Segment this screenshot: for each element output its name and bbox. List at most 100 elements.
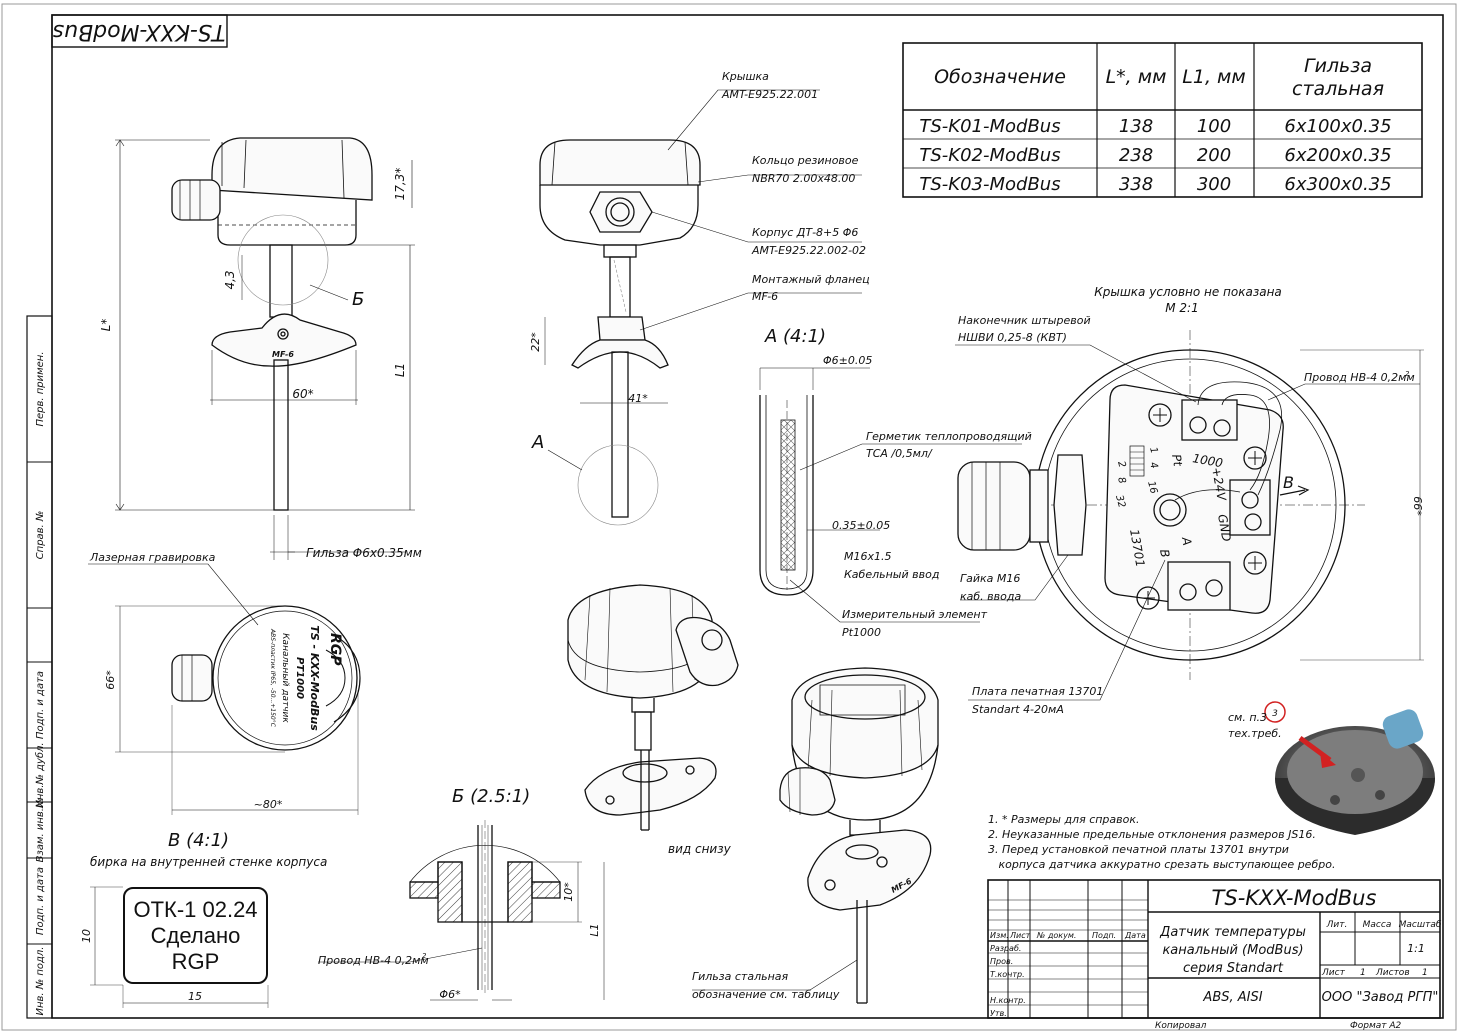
strip-label: Справ. № bbox=[35, 511, 46, 560]
table-cell: 300 bbox=[1197, 174, 1231, 195]
table-header: Гильза bbox=[1304, 55, 1372, 77]
callout-body-code: AMT-E925.22.002-02 bbox=[751, 244, 866, 257]
tb-sheet-n: 1 bbox=[1360, 968, 1366, 978]
dim-label-60: 60* bbox=[292, 387, 313, 401]
pin-label: A bbox=[1179, 535, 1194, 547]
section-label-b: Б bbox=[352, 289, 364, 310]
dim-label-L1: L1 bbox=[588, 923, 601, 936]
side-view-labels: Крышка AMT-E925.22.001 Кольцо резиновое … bbox=[529, 70, 870, 453]
table-header: L1, мм bbox=[1182, 66, 1245, 88]
tb-doc: № докум. bbox=[1036, 931, 1076, 940]
wire-superscript: 2 bbox=[1405, 370, 1410, 378]
callout-flange-title: Монтажный фланец bbox=[752, 273, 870, 286]
strip-label: Инв.№ дубл. bbox=[34, 742, 46, 807]
tb-razrab: Разраб. bbox=[990, 944, 1021, 953]
table-cell: 238 bbox=[1119, 145, 1153, 166]
table-cell: 200 bbox=[1197, 145, 1231, 166]
side-view bbox=[539, 89, 862, 526]
detail-a bbox=[759, 367, 1022, 623]
pin-label: +24V bbox=[1209, 466, 1229, 502]
dim-label-43: 4,3 bbox=[223, 270, 237, 289]
pin-label: Pt bbox=[1169, 453, 1185, 468]
photo-badge: 3 bbox=[1272, 709, 1278, 719]
callout-body-title: Корпус ДТ-8+5 Φ6 bbox=[752, 226, 858, 239]
table-cell: 6x100x0.35 bbox=[1284, 116, 1391, 137]
top-view-labels: Крышка условно не показана M 2:1 Наконеч… bbox=[958, 285, 1424, 716]
engrave-pt: PT1000 bbox=[294, 657, 305, 699]
callout-flange-code: MF-6 bbox=[752, 290, 778, 303]
callout-tip-code: НШВИ 0,25-8 (КВТ) bbox=[958, 331, 1067, 344]
table-cell: 100 bbox=[1197, 116, 1231, 137]
detail-b-labels: Б (2.5:1) Провод НВ-4 0,2мм 2 10* L1 Φ6* bbox=[318, 786, 601, 1001]
dim-label-10: 10 bbox=[80, 929, 93, 943]
tb-name-l1: Датчик температуры bbox=[1159, 925, 1306, 940]
view-label-v: В bbox=[1283, 473, 1294, 492]
housing-photo: 3 bbox=[1264, 701, 1435, 835]
tb-izm: Изм. bbox=[990, 931, 1009, 940]
bottom-view-label: вид снизу bbox=[668, 842, 732, 856]
table-cell: TS-K01-ModBus bbox=[919, 116, 1060, 137]
label-view-labels: Лазерная гравировка RGP TS - KXX-ModBus … bbox=[89, 551, 343, 811]
dim-label-66: 66* bbox=[104, 670, 117, 690]
dim-label-41: 41* bbox=[628, 392, 648, 405]
callout-ring-code: NBR70 2.00x48.00 bbox=[752, 172, 855, 185]
tb-scale-h: Масштаб bbox=[1399, 920, 1442, 930]
callout-paste-title: Герметик теплопроводящий bbox=[866, 430, 1032, 443]
detail-v-caption: бирка на внутренней стенке корпуса bbox=[90, 855, 327, 869]
table-cell: 338 bbox=[1119, 174, 1153, 195]
engrave-brand: RGP bbox=[327, 633, 343, 666]
side-strip: Перв. примен. Справ. № Подп. и дата Инв.… bbox=[26, 315, 53, 1019]
top-view bbox=[955, 330, 1424, 701]
tb-lit: Лит. bbox=[1326, 920, 1348, 930]
note-line: корпуса датчика аккуратно срезать выступ… bbox=[988, 858, 1335, 871]
callout-cable-title: Кабельный ввод bbox=[844, 568, 939, 581]
pin-label: 4 bbox=[1147, 461, 1159, 470]
tb-mass: Масса bbox=[1363, 920, 1392, 930]
iso-view-bottom bbox=[567, 584, 739, 831]
photo-note-line1: см. п.3 bbox=[1228, 711, 1267, 724]
dim-label-22: 22* bbox=[529, 332, 542, 352]
photo-note: см. п.3 тех.треб. bbox=[1228, 711, 1282, 740]
callout-element-code: Pt1000 bbox=[842, 626, 881, 639]
callout-board-title: Плата печатная 13701 bbox=[972, 685, 1103, 698]
tb-format: Формат А2 bbox=[1350, 1021, 1402, 1031]
dim-label-10: 10* bbox=[562, 882, 575, 902]
dim-label-L: L* bbox=[99, 319, 113, 332]
engrave-spec: ABS-пластик IP65, -50...+150°C bbox=[269, 628, 276, 728]
title-block bbox=[987, 879, 1441, 1019]
table-header: L*, мм bbox=[1106, 66, 1167, 88]
sleeve-label: Гильза Φ6x0.35мм bbox=[306, 546, 422, 560]
tb-prov: Пров. bbox=[990, 957, 1013, 966]
rotated-title-box: TS-KXX-ModBus bbox=[51, 14, 228, 48]
note-line: 3. Перед установкой печатной платы 13701… bbox=[988, 843, 1289, 856]
strip-label: Подп. и дата bbox=[35, 867, 46, 935]
tb-scale: 1:1 bbox=[1407, 942, 1425, 955]
callout-tip-title: Наконечник штыревой bbox=[958, 314, 1091, 327]
detail-b-title: Б (2.5:1) bbox=[452, 786, 530, 807]
photo-note-line2: тех.треб. bbox=[1228, 727, 1282, 740]
dim-label-66: 66* bbox=[1411, 496, 1424, 516]
tb-list: Лист bbox=[1009, 931, 1031, 940]
tb-name-l2: канальный (ModBus) bbox=[1162, 943, 1303, 958]
dim-label-17: 17,3* bbox=[393, 168, 407, 201]
tb-sheets-n: 1 bbox=[1422, 968, 1428, 978]
callout-cable-thread: M16x1.5 bbox=[844, 550, 892, 563]
detail-b bbox=[318, 820, 605, 1001]
callout-nut2: каб. ввода bbox=[960, 590, 1021, 603]
strip-label: Инв. № подл. bbox=[35, 947, 46, 1016]
pin-label: 1 bbox=[1147, 446, 1159, 455]
top-view-scale: M 2:1 bbox=[1165, 301, 1198, 315]
stamp-line3: RGP bbox=[171, 948, 220, 974]
tb-designation: TS-KXX-ModBus bbox=[1212, 886, 1377, 910]
table-header: Обозначение bbox=[934, 66, 1066, 88]
strip-label: Перв. примен. bbox=[35, 351, 46, 426]
detail-b-wire: Провод НВ-4 0,2мм bbox=[318, 954, 429, 967]
flange-mark: MF-6 bbox=[272, 350, 294, 359]
detail-a-dia: Φ6±0.05 bbox=[823, 354, 872, 367]
detail-v-title: В (4:1) bbox=[168, 830, 229, 851]
engrave-model: TS - KXX-ModBus bbox=[308, 625, 321, 731]
tag-stamp: ОТК-1 02.24 Сделано RGP bbox=[123, 887, 268, 984]
callout-board-code: Standart 4-20мА bbox=[972, 703, 1064, 716]
stamp-line1: ОТК-1 02.24 bbox=[133, 896, 258, 922]
engrave-label: Лазерная гравировка bbox=[89, 551, 216, 564]
